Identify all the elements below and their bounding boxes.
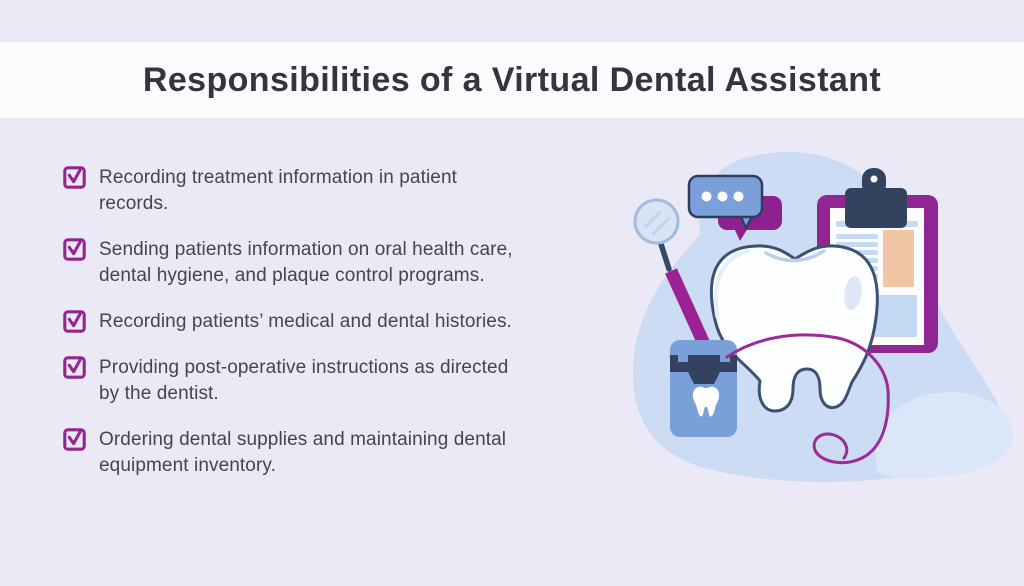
checklist-item-text: Sending patients information on oral hea… [99,239,513,286]
checkbox-checked-icon [63,356,86,379]
tooth-icon [709,244,879,413]
dental-floss-box-icon [670,340,737,437]
checklist-item: Ordering dental supplies and maintaining… [63,427,573,479]
background-blob-light [875,392,1014,479]
checklist-item: Recording treatment information in patie… [63,165,573,217]
title-banner: Responsibilities of a Virtual Dental Ass… [0,42,1024,118]
floss-string [725,333,890,465]
chat-bubble-icon [687,174,782,241]
checkbox-checked-icon [63,238,86,261]
dental-mirror-icon [633,198,711,349]
page-title: Responsibilities of a Virtual Dental Ass… [142,60,882,99]
checklist-item: Sending patients information on oral hea… [63,237,573,289]
checklist-item-text: Recording patients’ medical and dental h… [99,311,512,332]
checklist-item-text: Ordering dental supplies and maintaining… [99,429,507,476]
checklist-item-text: Providing post-operative instructions as… [99,357,509,404]
dental-illustration [632,151,1014,483]
checkbox-checked-icon [63,428,86,451]
checklist-item-text: Recording treatment information in patie… [99,167,458,214]
checklist-item: Providing post-operative instructions as… [63,355,573,407]
checkbox-checked-icon [63,310,86,333]
tooth-glyph-icon [692,386,720,417]
checklist-item: Recording patients’ medical and dental h… [63,309,573,335]
responsibilities-checklist: Recording treatment information in patie… [63,165,573,479]
checkbox-checked-icon [63,166,86,189]
